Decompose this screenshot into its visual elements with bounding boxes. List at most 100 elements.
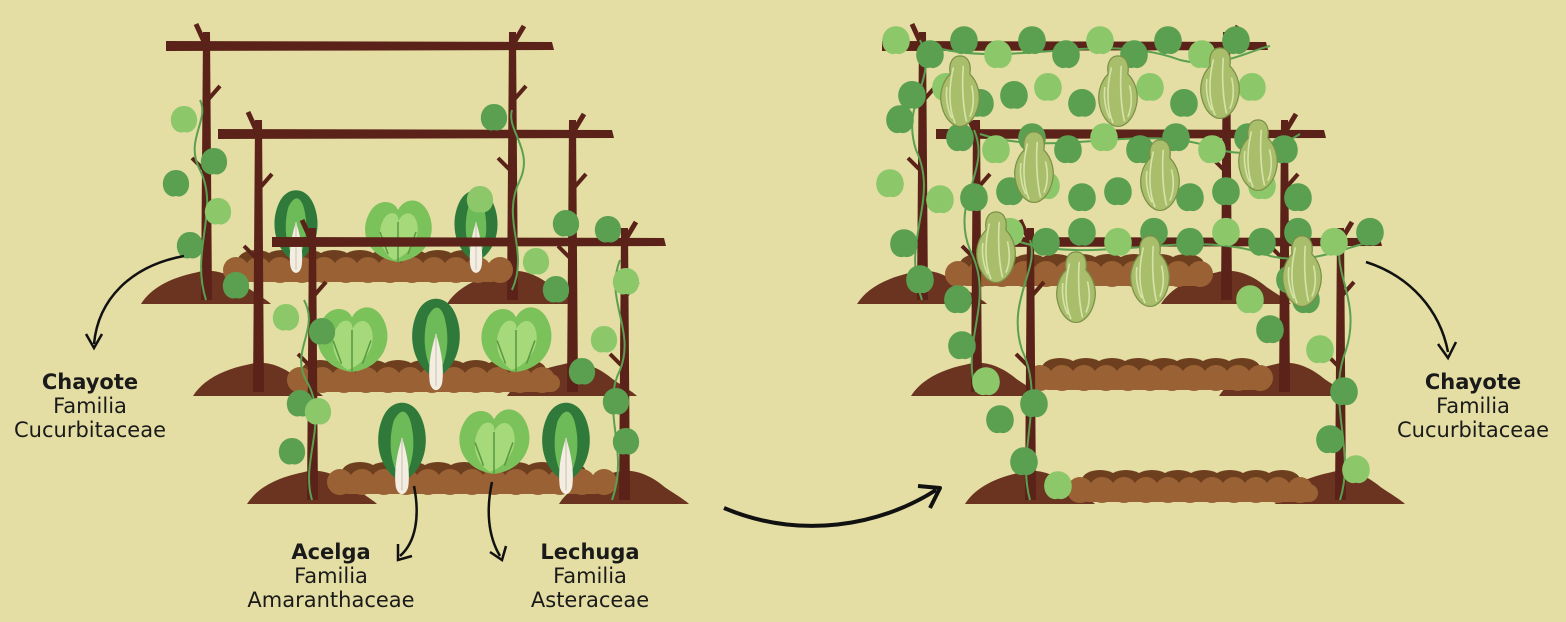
leaf-icon xyxy=(273,304,299,331)
leaf-icon xyxy=(1052,40,1080,68)
leaf-icon xyxy=(1032,228,1060,256)
leaf-icon xyxy=(950,26,978,54)
leaf-icon xyxy=(309,318,335,345)
leaf-icon xyxy=(1256,315,1284,343)
soil-bed xyxy=(1067,470,1318,503)
label-family-word: Familia xyxy=(0,394,180,418)
leaf-icon xyxy=(1212,218,1240,246)
leaf-icon xyxy=(223,272,249,299)
leaf-icon xyxy=(1020,389,1048,417)
leaf-icon xyxy=(1356,218,1384,246)
leaf-icon xyxy=(1212,177,1240,205)
leaf-icon xyxy=(305,398,331,425)
leaf-icon xyxy=(163,170,189,197)
leaf-icon xyxy=(1248,228,1276,256)
leaf-icon xyxy=(1086,26,1114,54)
trellis-beam xyxy=(218,129,614,139)
leaf-icon xyxy=(1090,123,1118,151)
acelga-label: Acelga Familia Amaranthaceae xyxy=(226,540,436,612)
leaf-icon xyxy=(1170,89,1198,117)
leaf-icon xyxy=(603,388,629,415)
leaf-icon xyxy=(1198,135,1226,163)
leaf-icon xyxy=(1320,228,1348,256)
label-family: Cucurbitaceae xyxy=(1380,418,1566,442)
lechuga-label: Lechuga Familia Asteraceae xyxy=(500,540,680,612)
leaf-icon xyxy=(569,358,595,385)
leaf-icon xyxy=(1068,183,1096,211)
label-name: Chayote xyxy=(0,370,180,394)
leaf-icon xyxy=(1176,183,1204,211)
leaf-icon xyxy=(960,183,988,211)
leaf-icon xyxy=(882,26,910,54)
leaf-icon xyxy=(1054,135,1082,163)
leaf-icon xyxy=(948,331,976,359)
leaf-icon xyxy=(613,268,639,295)
chayote-label-right: Chayote Familia Cucurbitaceae xyxy=(1380,370,1566,442)
leaf-icon xyxy=(1068,89,1096,117)
leaf-icon xyxy=(523,248,549,275)
leaf-icon xyxy=(595,216,621,243)
left-scene xyxy=(141,24,689,504)
soil-bed xyxy=(1027,358,1273,391)
leaf-icon xyxy=(986,405,1014,433)
leaf-icon xyxy=(1342,455,1370,483)
leaf-icon xyxy=(898,81,926,109)
leaf-icon xyxy=(946,123,974,151)
leaf-icon xyxy=(890,229,918,257)
leaf-icon xyxy=(171,106,197,133)
label-family-word: Familia xyxy=(226,564,436,588)
leaf-icon xyxy=(553,210,579,237)
leaf-icon xyxy=(481,104,507,131)
chayote-label-left: Chayote Familia Cucurbitaceae xyxy=(0,370,180,442)
leaf-icon xyxy=(467,186,493,213)
leaf-icon xyxy=(876,169,904,197)
label-family: Amaranthaceae xyxy=(226,588,436,612)
label-family: Asteraceae xyxy=(500,588,680,612)
leaf-icon xyxy=(1176,228,1204,256)
chayote-right-arrow-icon xyxy=(1366,262,1448,352)
label-name: Chayote xyxy=(1380,370,1566,394)
leaf-icon xyxy=(279,438,305,465)
leaf-icon xyxy=(1000,81,1028,109)
leaf-icon xyxy=(1044,471,1072,499)
chayote-fruit-icon xyxy=(941,56,980,127)
leaf-icon xyxy=(1104,177,1132,205)
leaf-icon xyxy=(591,326,617,353)
leaf-icon xyxy=(1018,26,1046,54)
leaf-icon xyxy=(1010,447,1038,475)
leaf-icon xyxy=(1306,335,1334,363)
leaf-icon xyxy=(1238,73,1266,101)
leaf-icon xyxy=(972,367,1000,395)
leaf-icon xyxy=(177,232,203,259)
leaf-icon xyxy=(1068,218,1096,246)
trellis-beam xyxy=(166,41,554,51)
leaf-icon xyxy=(1236,285,1264,313)
leaf-icon xyxy=(1154,26,1182,54)
leaf-icon xyxy=(1136,73,1164,101)
leaf-icon xyxy=(543,276,569,303)
leaf-icon xyxy=(201,148,227,175)
leaf-icon xyxy=(984,40,1012,68)
leaf-icon xyxy=(1034,73,1062,101)
leaf-icon xyxy=(205,198,231,225)
leaf-icon xyxy=(1316,425,1344,453)
label-name: Lechuga xyxy=(500,540,680,564)
leaf-icon xyxy=(906,265,934,293)
leaf-icon xyxy=(613,428,639,455)
leaf-icon xyxy=(1284,183,1312,211)
leaf-icon xyxy=(1330,377,1358,405)
leaf-icon xyxy=(944,285,972,313)
label-name: Acelga xyxy=(226,540,436,564)
label-family-word: Familia xyxy=(500,564,680,588)
leaf-icon xyxy=(886,105,914,133)
label-family-word: Familia xyxy=(1380,394,1566,418)
leaf-icon xyxy=(926,185,954,213)
right-scene xyxy=(857,24,1405,504)
leaf-icon xyxy=(982,135,1010,163)
leaf-icon xyxy=(1104,228,1132,256)
label-family: Cucurbitaceae xyxy=(0,418,180,442)
leaf-icon xyxy=(916,40,944,68)
curved-arrow-icon xyxy=(724,490,936,526)
